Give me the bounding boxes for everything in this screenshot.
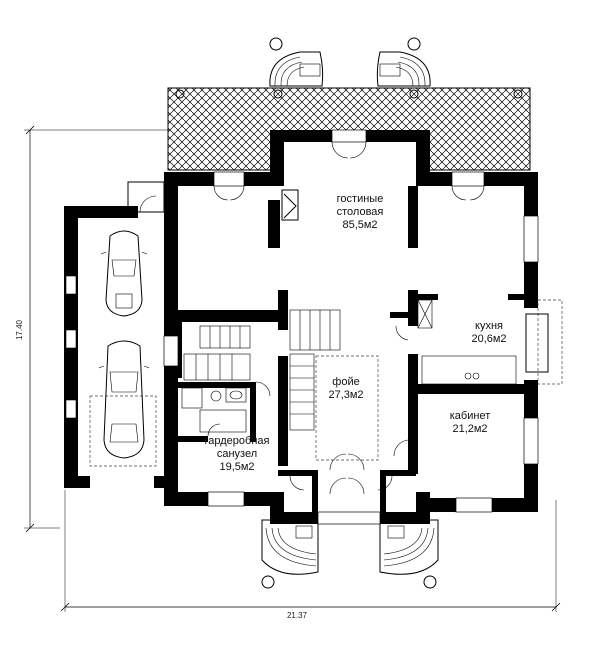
svg-text:гардеробная: гардеробная	[205, 435, 270, 447]
garage	[64, 181, 178, 488]
width-dimension-label: 21.37	[287, 611, 308, 620]
svg-text:20,6м2: 20,6м2	[471, 333, 506, 345]
room-label-foyer: фойе 27,3м2	[328, 376, 363, 401]
height-dimension-label: 17.40	[15, 319, 24, 340]
bathroom-fixtures	[181, 387, 247, 433]
car-icon	[98, 340, 150, 459]
kitchen-fixtures	[417, 299, 563, 385]
svg-text:кухня: кухня	[475, 320, 503, 332]
interior-walls	[176, 186, 524, 514]
top-stairs	[269, 37, 431, 87]
room-label-kitchen: кухня 20,6м2	[471, 320, 506, 345]
svg-text:санузел: санузел	[217, 448, 257, 460]
svg-text:кабинет: кабинет	[450, 410, 490, 422]
room-label-wardrobe: гардеробная санузел 19,5м2	[205, 435, 270, 473]
svg-text:21,2м2: 21,2м2	[452, 423, 487, 435]
dimension-lines	[24, 125, 561, 612]
windows	[163, 129, 539, 525]
svg-text:27,3м2: 27,3м2	[328, 389, 363, 401]
svg-text:гостиные: гостиные	[337, 193, 384, 205]
svg-text:фойе: фойе	[332, 376, 359, 388]
room-label-study: кабинет 21,2м2	[450, 410, 490, 435]
svg-text:19,5м2: 19,5м2	[219, 461, 254, 473]
car-icon	[100, 230, 148, 317]
svg-text:столовая: столовая	[337, 206, 384, 218]
door-swings	[207, 141, 485, 495]
staircase	[183, 309, 379, 461]
room-label-living: гостиные столовая 85,5м2	[337, 193, 384, 231]
svg-text:85,5м2: 85,5м2	[342, 219, 377, 231]
bottom-stairs	[261, 519, 439, 589]
fireplace	[281, 189, 299, 221]
